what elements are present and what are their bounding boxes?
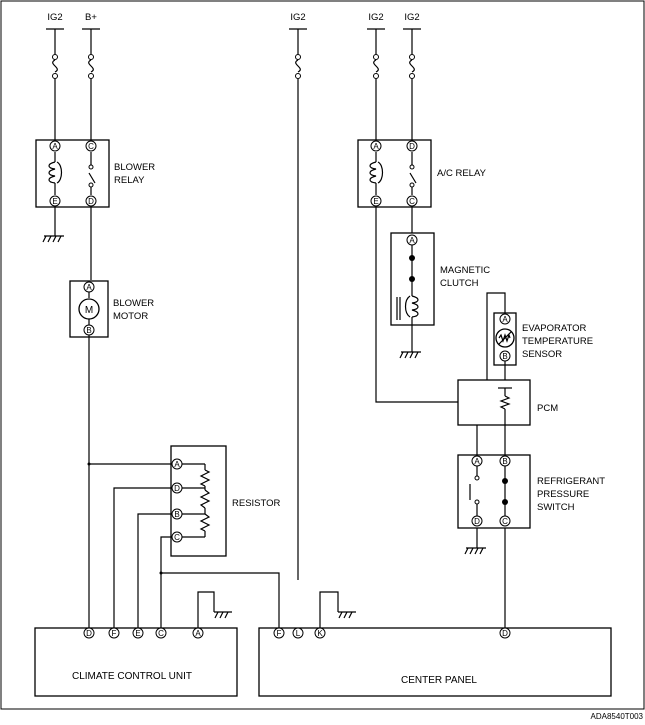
refrigerant-pressure-switch: A B D C — [457, 454, 531, 529]
blower-motor: M A B — [69, 280, 109, 338]
pcm-block — [457, 379, 531, 426]
svg-text:K: K — [317, 629, 323, 638]
diagram-frame — [0, 0, 645, 710]
svg-text:B: B — [174, 510, 179, 519]
svg-text:E: E — [52, 197, 57, 206]
svg-text:M: M — [85, 305, 93, 316]
evap-sensor-label-2: TEMPERATURE — [522, 336, 593, 347]
svg-text:C: C — [88, 142, 94, 151]
evap-sensor-label-3: SENSOR — [522, 349, 562, 360]
ac-relay: A D E C — [357, 139, 432, 208]
svg-text:D: D — [502, 629, 508, 638]
supply-ig2-2: IG2 — [290, 12, 305, 23]
svg-text:A: A — [86, 283, 92, 292]
magnetic-clutch-label-1: MAGNETIC — [440, 265, 490, 276]
magnetic-clutch-label-2: CLUTCH — [440, 278, 479, 289]
pressure-switch-label-1: REFRIGERANT — [537, 476, 605, 487]
ground-symbol — [399, 325, 421, 359]
resistor-block: A D B C — [170, 445, 227, 557]
svg-text:C: C — [502, 517, 508, 526]
blower-relay-label-2: RELAY — [114, 175, 145, 186]
blower-motor-label-1: BLOWER — [113, 298, 154, 309]
supply-ig2-1: IG2 — [47, 12, 62, 23]
evap-sensor-label-1: EVAPORATOR — [522, 323, 587, 334]
ground-symbol — [464, 528, 486, 555]
blower-motor-label-2: MOTOR — [113, 311, 148, 322]
svg-text:E: E — [135, 629, 140, 638]
ground-symbol — [319, 591, 356, 628]
climate-control-unit-label: CLIMATE CONTROL UNIT — [72, 671, 192, 682]
fuse-group — [46, 28, 421, 580]
magnetic-clutch: A — [390, 232, 435, 326]
svg-text:A: A — [373, 142, 379, 151]
svg-text:A: A — [474, 457, 480, 466]
pcm-label: PCM — [537, 403, 558, 414]
svg-text:F: F — [112, 629, 117, 638]
svg-text:D: D — [474, 517, 480, 526]
svg-text:A: A — [52, 142, 58, 151]
blower-relay: A C E D — [35, 139, 110, 208]
svg-text:C: C — [409, 197, 415, 206]
svg-text:D: D — [86, 629, 92, 638]
svg-text:B: B — [86, 326, 91, 335]
supply-ig2-3: IG2 — [368, 12, 383, 23]
pressure-switch-label-3: SWITCH — [537, 502, 575, 513]
svg-text:A: A — [174, 460, 180, 469]
svg-text:A: A — [502, 315, 508, 324]
svg-text:D: D — [409, 142, 415, 151]
svg-text:E: E — [373, 197, 378, 206]
evaporator-temperature-sensor: A B — [486, 292, 517, 380]
svg-text:A: A — [195, 629, 201, 638]
svg-text:F: F — [277, 629, 282, 638]
svg-text:C: C — [158, 629, 164, 638]
svg-text:B: B — [502, 352, 507, 361]
ac-relay-label: A/C RELAY — [437, 168, 487, 179]
center-panel: F L K D — [258, 627, 612, 697]
supply-bplus: B+ — [85, 12, 97, 23]
svg-text:D: D — [88, 197, 94, 206]
svg-text:B: B — [502, 457, 507, 466]
svg-text:C: C — [174, 533, 180, 542]
center-panel-label: CENTER PANEL — [401, 675, 477, 686]
supply-ig2-4: IG2 — [404, 12, 419, 23]
svg-text:D: D — [174, 484, 180, 493]
blower-relay-label-1: BLOWER — [114, 162, 155, 173]
pressure-switch-label-2: PRESSURE — [537, 489, 589, 500]
diagram-code: ADA8540T003 — [591, 712, 644, 721]
ground-symbol — [42, 207, 64, 243]
svg-text:L: L — [296, 629, 301, 638]
climate-control-unit: D F E C A — [34, 627, 238, 697]
ground-symbol — [197, 591, 232, 628]
resistor-label: RESISTOR — [232, 498, 281, 509]
svg-text:A: A — [409, 236, 415, 245]
